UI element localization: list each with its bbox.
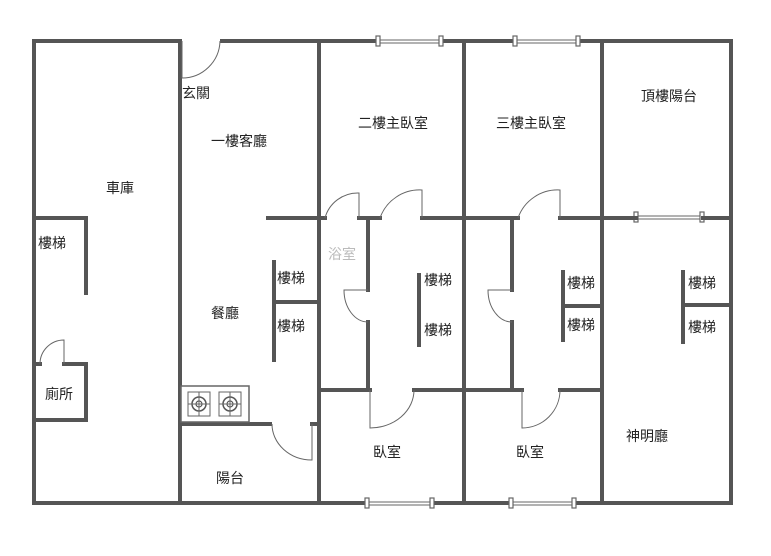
room-label-toilet: 廁所	[45, 387, 73, 403]
window-bottom-1	[364, 497, 435, 509]
room-label-dining: 餐廳	[211, 306, 239, 322]
stairs-label-dining-upper: 樓梯	[277, 271, 305, 287]
room-label-rooftop: 頂樓陽台	[641, 89, 697, 105]
stairs-label-dining-lower: 樓梯	[277, 319, 305, 335]
stairs-label-right-upper: 樓梯	[567, 276, 595, 292]
stairs-label-mid-upper: 樓梯	[424, 273, 452, 289]
stove	[180, 385, 250, 423]
stairs-label-shrine-upper: 樓梯	[688, 276, 716, 292]
room-label-living: 一樓客廳	[211, 134, 267, 150]
stairs-label-right-lower: 樓梯	[567, 318, 595, 334]
window-top-2	[512, 35, 581, 47]
room-label-bath: 浴室	[328, 247, 356, 263]
room-label-entry: 玄關	[182, 86, 210, 102]
room-label-bedroom-a: 臥室	[373, 445, 401, 461]
window-top-1	[375, 35, 444, 47]
interior-walls	[32, 39, 733, 505]
window-bottom-2	[508, 497, 577, 509]
doors	[39, 40, 561, 461]
outer-walls	[32, 39, 733, 505]
room-label-master2: 二樓主臥室	[358, 116, 428, 132]
room-label-bedroom-b: 臥室	[516, 445, 544, 461]
window-shrine	[633, 211, 705, 223]
stairs-label-garage: 樓梯	[38, 236, 66, 252]
stairs-label-shrine-lower: 樓梯	[688, 320, 716, 336]
stairs-label-mid-lower: 樓梯	[424, 323, 452, 339]
room-label-garage: 車庫	[106, 181, 134, 197]
room-label-balcony: 陽台	[216, 471, 244, 487]
room-label-shrine: 神明廳	[626, 429, 668, 445]
room-label-master3: 三樓主臥室	[496, 116, 566, 132]
